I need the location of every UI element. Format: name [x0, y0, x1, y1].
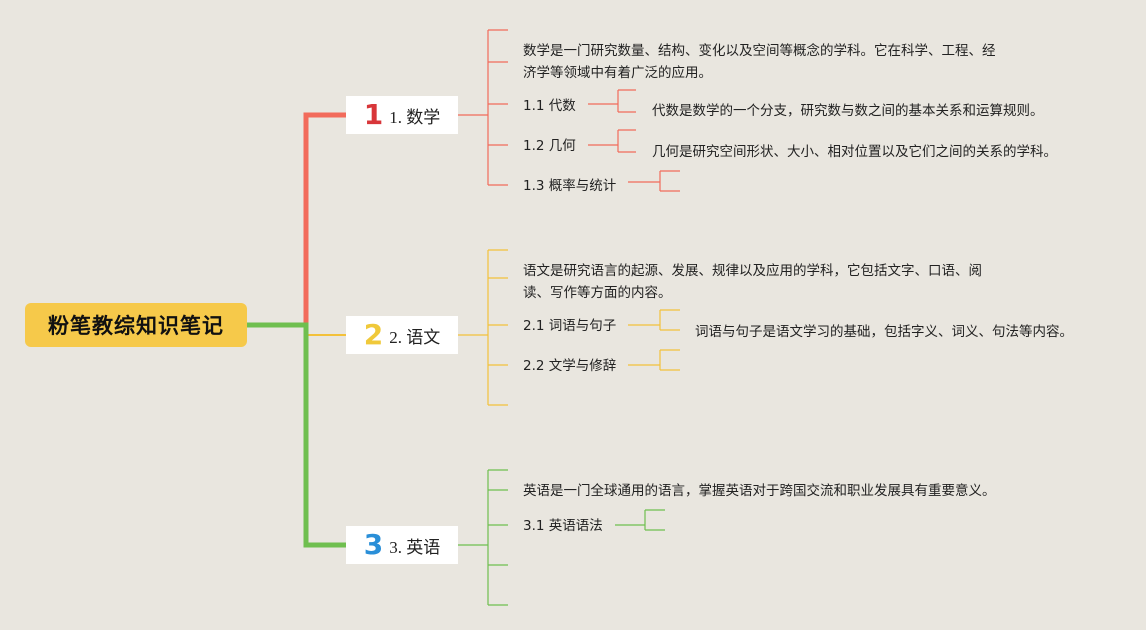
sub-words-sentences[interactable]: 2.1 词语与句子	[523, 318, 617, 334]
geometry-note: 几何是研究空间形状、大小、相对位置以及它们之间的关系的学科。	[652, 144, 1057, 160]
math-desc-line2: 济学等领域中有着广泛的应用。	[523, 65, 712, 81]
sub-geometry[interactable]: 1.2 几何	[523, 138, 576, 154]
branch-english-label: 3. 英语	[389, 537, 441, 557]
root-label: 粉笔教综知识笔记	[48, 314, 224, 338]
chinese-desc-line2: 读、写作等方面的内容。	[523, 285, 672, 301]
english-description: 英语是一门全球通用的语言，掌握英语对于跨国交流和职业发展具有重要意义。	[523, 483, 996, 499]
sub-literature-rhetoric[interactable]: 2.2 文学与修辞	[523, 358, 617, 374]
chinese-desc-line1: 语文是研究语言的起源、发展、规律以及应用的学科，它包括文字、口语、阅	[523, 263, 982, 279]
words-sentences-note: 词语与句子是语文学习的基础，包括字义、词义、句法等内容。	[695, 324, 1073, 340]
branch-chinese[interactable]: 2 2. 语文	[346, 316, 458, 354]
math-description: 数学是一门研究数量、结构、变化以及空间等概念的学科。它在科学、工程、经 济学等领…	[523, 40, 1023, 84]
number-one-icon: 1	[363, 98, 384, 131]
sub-algebra[interactable]: 1.1 代数	[523, 98, 576, 114]
branch-english[interactable]: 3 3. 英语	[346, 526, 458, 564]
number-two-icon: 2	[363, 318, 384, 351]
sub-english-grammar[interactable]: 3.1 英语语法	[523, 518, 603, 534]
root-node[interactable]: 粉笔教综知识笔记	[25, 303, 247, 347]
trunk-english	[247, 322, 346, 548]
chinese-description: 语文是研究语言的起源、发展、规律以及应用的学科，它包括文字、口语、阅 读、写作等…	[523, 260, 1023, 304]
sub-probability[interactable]: 1.3 概率与统计	[523, 178, 617, 194]
math-desc-line1: 数学是一门研究数量、结构、变化以及空间等概念的学科。它在科学、工程、经	[523, 43, 996, 59]
trunk-math	[247, 112, 346, 328]
algebra-note: 代数是数学的一个分支，研究数与数之间的基本关系和运算规则。	[652, 103, 1044, 119]
english-bracket	[458, 469, 665, 606]
math-bracket	[458, 29, 680, 192]
chinese-bracket	[458, 249, 680, 406]
branch-math[interactable]: 1 1. 数学	[346, 96, 458, 134]
branch-chinese-label: 2. 语文	[389, 327, 441, 347]
number-three-icon: 3	[363, 528, 384, 561]
branch-math-label: 1. 数学	[389, 107, 441, 127]
